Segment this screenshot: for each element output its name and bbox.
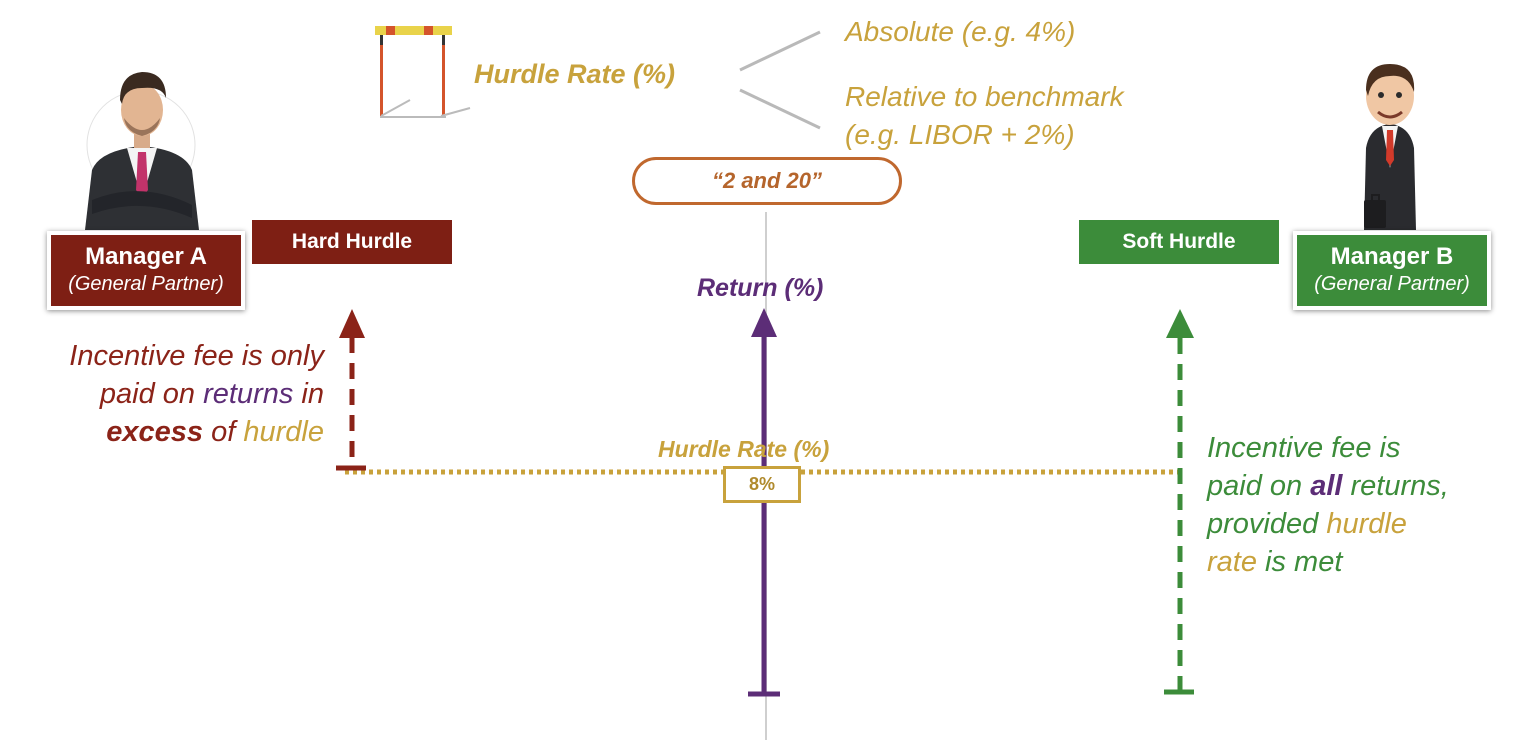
manager-a-card: Manager A (General Partner) bbox=[47, 231, 245, 310]
hurdle-icon bbox=[375, 26, 471, 118]
soft-hurdle-arrow bbox=[1164, 309, 1194, 695]
return-axis bbox=[748, 308, 780, 697]
hard-hurdle-arrow bbox=[336, 309, 366, 471]
manager-b-role: (General Partner) bbox=[1314, 273, 1470, 295]
manager-a-role: (General Partner) bbox=[68, 273, 224, 295]
return-axis-label: Return (%) bbox=[697, 274, 824, 302]
hurdle-rate-value-box: 8% bbox=[723, 466, 801, 503]
note-a-line-2: paid on returns in bbox=[99, 378, 324, 410]
manager-a-note: Incentive fee is only paid on returns in… bbox=[24, 337, 324, 451]
note-a-line-1: Incentive fee is only bbox=[69, 340, 324, 372]
note-b-line-1: Incentive fee is bbox=[1207, 432, 1401, 464]
manager-a-avatar bbox=[85, 72, 199, 230]
manager-a-name: Manager A bbox=[85, 243, 207, 270]
fee-structure-pill: “2 and 20” bbox=[632, 157, 902, 205]
hurdle-option-relative-example: (e.g. LIBOR + 2%) bbox=[845, 119, 1075, 150]
hard-hurdle-label: Hard Hurdle bbox=[252, 220, 452, 264]
manager-b-card: Manager B (General Partner) bbox=[1293, 231, 1491, 310]
note-b-line-4: rate is met bbox=[1207, 546, 1343, 578]
note-b-line-2: paid on all returns, bbox=[1207, 470, 1449, 502]
note-b-line-3: provided hurdle bbox=[1207, 508, 1407, 540]
manager-b-avatar bbox=[1364, 64, 1416, 230]
manager-b-name: Manager B bbox=[1330, 243, 1454, 270]
soft-hurdle-label: Soft Hurdle bbox=[1079, 220, 1279, 264]
branch-line-relative bbox=[739, 88, 821, 130]
hurdle-option-relative: Relative to benchmark bbox=[845, 81, 1124, 112]
branch-line-absolute bbox=[739, 30, 821, 72]
note-a-line-3: excess of hurdle bbox=[106, 416, 324, 448]
manager-b-note: Incentive fee is paid on all returns, pr… bbox=[1207, 429, 1507, 581]
hurdle-option-absolute: Absolute (e.g. 4%) bbox=[845, 16, 1076, 47]
hurdle-rate-axis-label: Hurdle Rate (%) bbox=[658, 436, 830, 462]
hurdle-rate-title: Hurdle Rate (%) bbox=[474, 59, 676, 89]
